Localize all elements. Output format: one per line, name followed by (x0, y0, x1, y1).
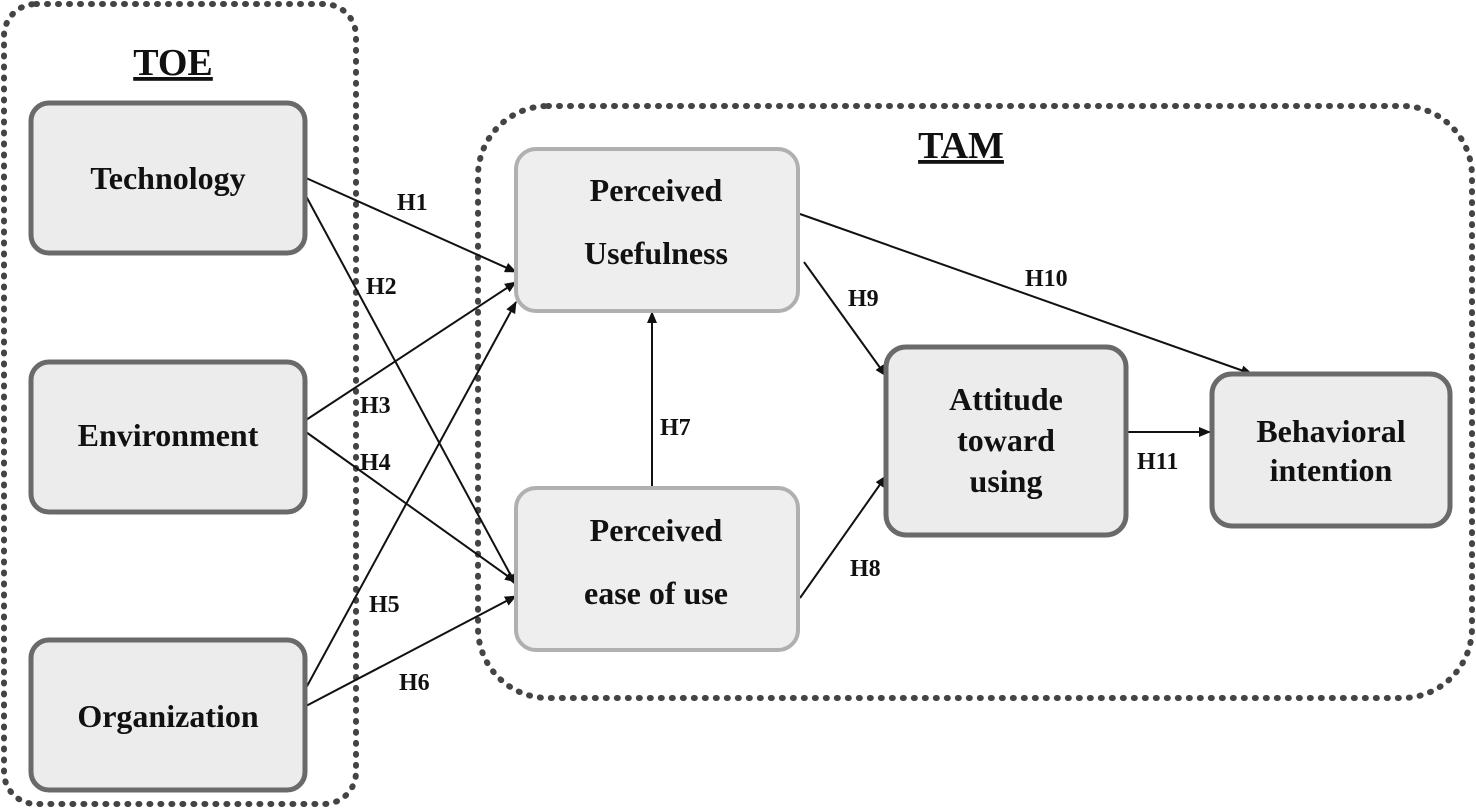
node-attitude-toward-using-line-2: toward (957, 422, 1055, 458)
node-perceived-ease-of-use-line-2: ease of use (584, 575, 728, 611)
node-perceived-ease-of-use-line-1: Perceived (590, 512, 723, 548)
edge-label-h4: H4 (360, 450, 391, 476)
node-attitude-toward-using-line-3: using (970, 463, 1043, 499)
edge-h5 (305, 301, 517, 689)
node-perceived-ease-of-use: Perceived ease of use (514, 486, 800, 652)
node-environment-label: Environment (78, 417, 259, 453)
edge-h9 (803, 261, 887, 377)
edge-h8 (799, 475, 887, 599)
edge-h2 (305, 195, 517, 586)
node-organization: Organization (28, 637, 308, 793)
node-behavioral-intention: Behavioral intention (1209, 371, 1453, 529)
edge-label-h10: H10 (1025, 266, 1068, 292)
edge-h10 (799, 213, 1253, 376)
edge-h4 (305, 431, 517, 583)
node-technology: Technology (28, 100, 308, 256)
edge-label-h1: H1 (397, 190, 428, 216)
node-environment: Environment (28, 359, 308, 515)
tam-group-title: TAM (918, 125, 1004, 167)
node-perceived-usefulness-line-1: Perceived (590, 172, 723, 208)
edge-label-h3: H3 (360, 393, 391, 419)
tam-group-frame (475, 103, 1475, 701)
edge-label-h2: H2 (366, 274, 397, 300)
edge-label-h5: H5 (369, 592, 400, 618)
edge-h3 (305, 281, 517, 421)
node-perceived-usefulness-line-2: Usefulness (584, 235, 728, 271)
edge-label-h9: H9 (848, 286, 879, 312)
node-behavioral-intention-line-1: Behavioral (1256, 413, 1405, 449)
node-technology-label: Technology (90, 160, 245, 196)
node-organization-label: Organization (77, 698, 259, 734)
edge-label-h7: H7 (660, 415, 691, 441)
edge-h1 (305, 177, 517, 273)
edge-label-h11: H11 (1137, 449, 1178, 475)
edge-label-h6: H6 (399, 670, 430, 696)
node-behavioral-intention-line-2: intention (1270, 452, 1393, 488)
node-attitude-toward-using-line-1: Attitude (949, 381, 1063, 417)
toe-group-title: TOE (133, 42, 213, 84)
toe-group-frame (1, 1, 359, 807)
node-perceived-usefulness: Perceived Usefulness (514, 147, 800, 313)
hypothesis-edges (305, 177, 1253, 707)
hypothesis-labels: H1 H2 H3 H4 H5 H6 H7 H8 H9 H10 H11 (360, 190, 1178, 696)
node-attitude-toward-using: Attitude toward using (883, 344, 1129, 538)
edge-label-h8: H8 (850, 556, 881, 582)
edge-h6 (305, 595, 517, 707)
